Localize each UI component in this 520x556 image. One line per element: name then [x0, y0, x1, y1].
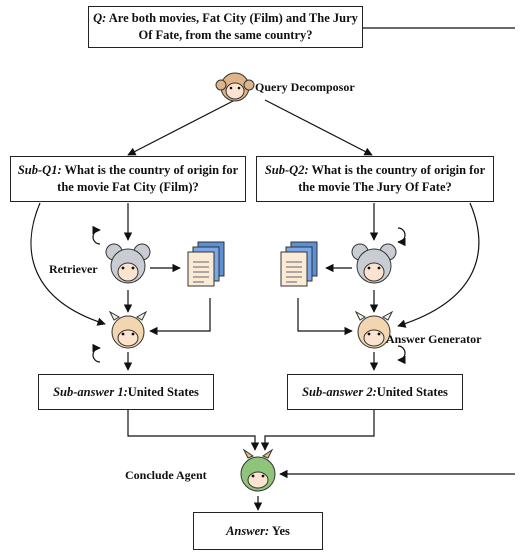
arrow-subq1-generator1-bypass [30, 202, 106, 326]
conclude-agent-label: Conclude Agent [125, 468, 207, 482]
line-suba2-merge [260, 408, 375, 451]
loop-generator2 [397, 345, 406, 365]
final-answer-text: Yes [269, 523, 290, 538]
loop-retriever2 [397, 227, 406, 247]
retrieved-documents-icon [187, 241, 225, 287]
loop-retriever1 [92, 225, 101, 245]
question-text: Are both movies, Fat City (Film) and The… [106, 11, 358, 42]
arrow-decomposer-subq2 [264, 99, 373, 156]
sub-answer-1-box: Sub-answer 1:United States [38, 374, 214, 410]
line-suba1-merge [127, 408, 260, 451]
question-prefix: Q: [93, 11, 107, 26]
final-answer-box: Answer: Yes [193, 512, 323, 550]
retriever-mouse-icon [105, 243, 151, 284]
sub-answer-2-text: United States [376, 384, 448, 399]
arrow-doc1-generator1 [149, 298, 211, 336]
answer-generator-ox-icon [354, 310, 394, 349]
retrieved-documents-icon [280, 241, 318, 287]
question-box: Q: Are both movies, Fat City (Film) and … [88, 6, 363, 48]
answer-generator-label: Answer Generator [386, 332, 482, 346]
sub-question-2-prefix: Sub-Q2: [264, 163, 309, 178]
arrow-subq2-generator2-bypass [397, 202, 480, 328]
sub-answer-2-prefix: Sub-answer 2: [302, 384, 377, 399]
sub-question-1-text: What is the country of origin for the mo… [57, 163, 239, 194]
sub-question-1-box: Sub-Q1: What is the country of origin fo… [10, 156, 246, 202]
retriever-mouse-icon [351, 243, 397, 284]
sub-answer-1-prefix: Sub-answer 1: [53, 384, 128, 399]
sub-question-2-box: Sub-Q2: What is the country of origin fo… [256, 156, 494, 202]
answer-generator-ox-icon [108, 310, 148, 349]
loop-generator1 [92, 343, 101, 363]
arrow-doc2-generator2 [297, 298, 353, 336]
query-decomposer-icon [215, 72, 255, 102]
sub-answer-2-box: Sub-answer 2:United States [287, 374, 463, 410]
final-answer-prefix: Answer: [226, 523, 270, 538]
query-decomposer-label: Query Decomposor [255, 80, 355, 94]
sub-answer-1-text: United States [127, 384, 199, 399]
conclude-agent-dragon-icon [240, 448, 276, 492]
sub-question-2-text: What is the country of origin for the mo… [298, 163, 486, 194]
retriever-label: Retriever [49, 262, 98, 276]
arrow-decomposer-subq1 [127, 99, 236, 156]
sub-question-1-prefix: Sub-Q1: [17, 163, 62, 178]
